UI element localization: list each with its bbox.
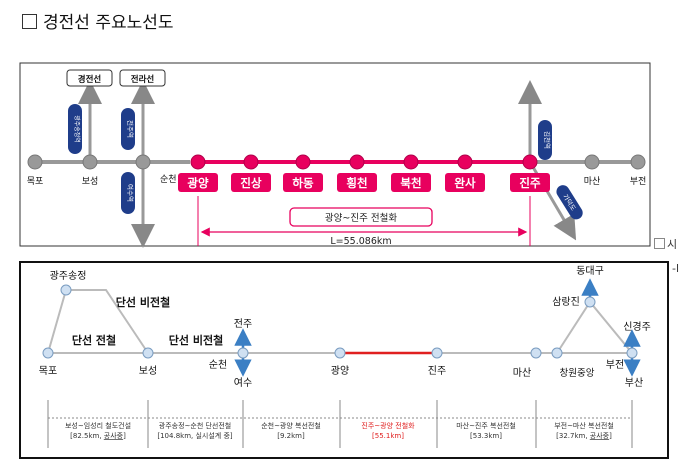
label-single-nonelec-1: 단선 비전철 <box>116 295 170 309</box>
station-hadong: 하동 <box>292 176 314 190</box>
bottom-frame <box>19 261 669 459</box>
line-box-gyeongjeon <box>66 69 113 87</box>
station-suncheon-b: 순천 <box>209 359 227 371</box>
section-4-title: 진주~광양 전철화 <box>361 421 415 430</box>
line-label-jeolla: 전라선 <box>131 74 155 85</box>
pill-jeonju <box>121 108 135 150</box>
line-label-gyeongjeon: 경전선 <box>78 74 102 85</box>
station-mokpo-b: 목포 <box>39 365 57 377</box>
station-jinju-b: 진주 <box>428 365 446 377</box>
station-bujeon: 부전 <box>630 176 647 187</box>
pill-gimcheon <box>538 120 552 160</box>
station-boseong: 보성 <box>82 176 99 187</box>
station-jeonju-b: 전주 <box>234 318 252 330</box>
label-single-nonelec-2: 단선 비전철 <box>169 333 223 347</box>
pill-yeosu <box>121 172 135 214</box>
pill-gwangju-label: 광주송정역 <box>73 115 81 143</box>
station-hoengcheon: 횡천 <box>346 176 367 190</box>
gray-stations <box>27 154 646 170</box>
station-yeosu-b: 여수 <box>234 377 252 389</box>
section-6-title: 부전~마산 복선전철 <box>554 421 614 430</box>
pink-station-labels <box>178 173 550 192</box>
length-label: L=55.086km <box>330 236 391 247</box>
bottom-stations <box>42 284 638 359</box>
station-changwonjungang: 창원중앙 <box>560 367 595 379</box>
section-1-title: 보성~임성리 철도건설 <box>65 421 131 430</box>
station-mokpo: 목포 <box>27 176 44 187</box>
section-5-title: 마산~진주 복선전철 <box>456 421 516 430</box>
west-loop <box>47 289 149 354</box>
broken-image-icon: 시 <box>654 236 677 252</box>
pill-gwangju <box>68 104 82 154</box>
section-6-detail: [32.7km, 공사중] <box>556 431 612 440</box>
label-single-elec: 단선 전철 <box>72 333 116 347</box>
pink-stations <box>190 154 538 170</box>
station-bukcheon: 북천 <box>400 176 421 190</box>
section-1-detail: [82.5km, 공사중] <box>70 431 126 440</box>
section-2-title: 광주송정~순천 단선전철 <box>159 421 232 430</box>
station-suncheon: 순천 <box>160 174 177 185</box>
station-jinsang: 진상 <box>240 176 262 190</box>
section-label-box <box>289 207 433 227</box>
page-title: 경전선 주요노선도 <box>22 8 174 33</box>
section-4-detail: [55.1km] <box>372 432 404 440</box>
station-jinju: 진주 <box>519 176 541 190</box>
pill-gadeokdo <box>556 185 583 220</box>
station-gwangjusongjeong: 광주송정 <box>50 270 87 282</box>
checkbox-icon <box>22 14 37 29</box>
section-2-detail: [104.8km, 실시설계 중] <box>157 431 233 440</box>
section-3-title: 순천~광양 복선전철 <box>261 421 321 430</box>
pill-yeosu-label: 여수역 <box>126 184 135 202</box>
section-5-detail: [53.3km] <box>470 432 502 440</box>
pill-gimcheon-label: 김천역 <box>543 131 552 149</box>
station-bujeon-b: 부전 <box>606 359 624 371</box>
station-masan: 마산 <box>584 176 601 187</box>
station-singyeongju: 신경주 <box>623 320 651 333</box>
station-masan-b: 마산 <box>513 367 531 379</box>
station-wansa: 완사 <box>454 176 476 190</box>
line-box-jeolla <box>119 69 166 87</box>
station-dongdaegu: 동대구 <box>576 265 604 277</box>
station-boseong-b: 보성 <box>139 365 157 377</box>
pill-jeonju-label: 전주역 <box>126 120 135 138</box>
station-samnangjin: 삼랑진 <box>552 296 580 308</box>
station-gwangyang: 광양 <box>187 176 209 190</box>
station-gwangyang-b: 광양 <box>331 365 349 377</box>
section-3-detail: [9.2km] <box>277 432 305 440</box>
side-mark: -l <box>672 262 680 275</box>
section-label: 광양~진주 전철화 <box>325 212 397 224</box>
section-dividers <box>47 400 633 448</box>
station-busan: 부산 <box>625 377 643 389</box>
